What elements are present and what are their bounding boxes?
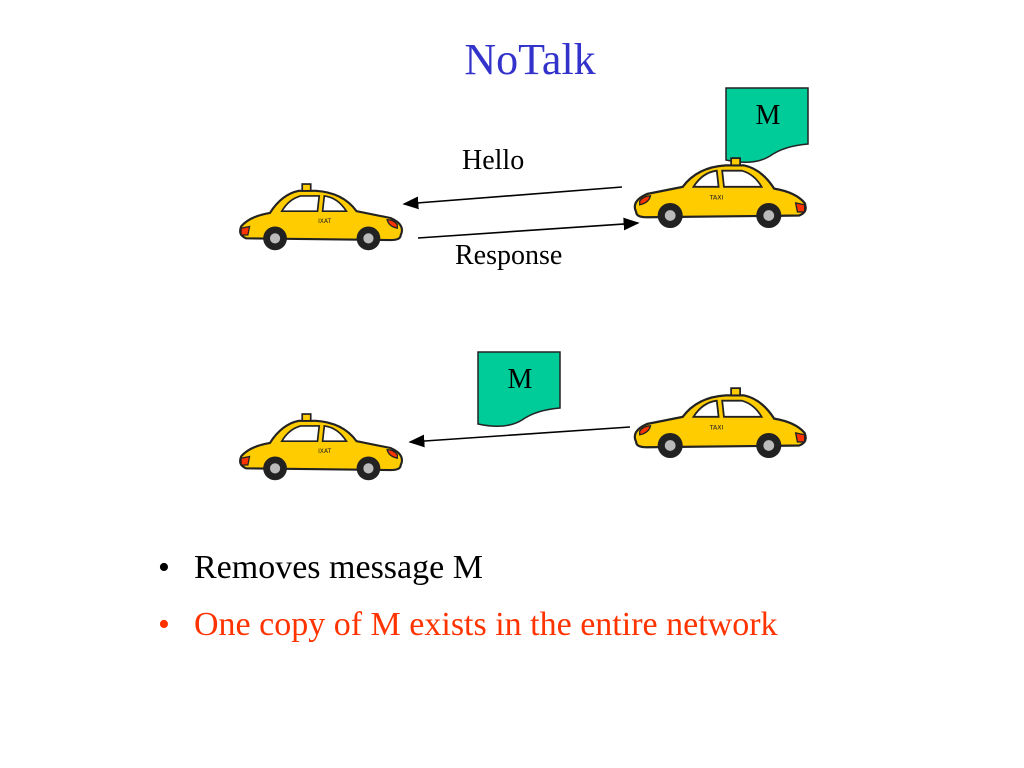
message-document-icon: M (476, 350, 564, 430)
bullet-item: • One copy of M exists in the entire net… (152, 605, 778, 645)
bullet-dot-icon: • (158, 549, 170, 586)
bullet-text: One copy of M exists in the entire netwo… (194, 606, 778, 643)
hello-label: Hello (462, 145, 525, 176)
bullet-text: Removes message M (194, 549, 483, 586)
bullet-list: • Removes message M • One copy of M exis… (152, 548, 778, 662)
slide-title: NoTalk (464, 35, 596, 84)
response-label: Response (455, 240, 563, 271)
transfer-arrow (408, 426, 631, 448)
message-label: M (507, 364, 533, 395)
bullet-item: • Removes message M (152, 548, 778, 588)
taxi-icon (239, 412, 404, 482)
taxi-icon (633, 387, 807, 460)
message-document-icon: M (724, 86, 812, 166)
response-arrow (417, 217, 640, 239)
message-label: M (755, 100, 781, 131)
bullet-dot-icon: • (158, 606, 170, 643)
